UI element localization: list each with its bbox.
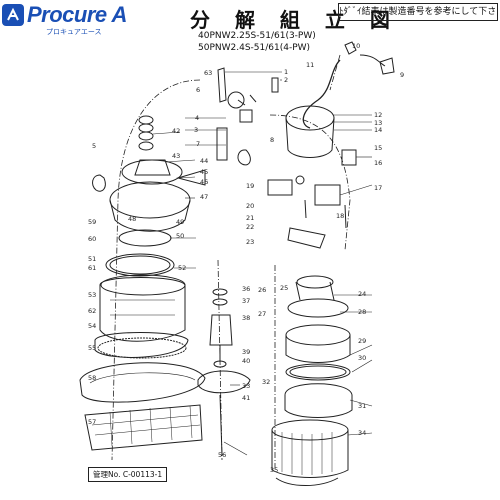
logo-badge-icon xyxy=(2,4,24,26)
part-label: 20 xyxy=(246,202,254,210)
model-line-1: 40PNW2.25S-51/61(3-PW) xyxy=(198,31,316,41)
part-label: 23 xyxy=(246,238,254,246)
part-label: 54 xyxy=(88,322,96,330)
part-label: 8 xyxy=(270,136,274,144)
part-label: 42 xyxy=(172,127,180,135)
part-label: 57 xyxy=(88,418,96,426)
part-label: 18 xyxy=(336,212,344,220)
part-label: 25 xyxy=(280,284,288,292)
part-label: 16 xyxy=(374,159,382,167)
part-label: 5 xyxy=(92,142,96,150)
part-label: 37 xyxy=(242,297,250,305)
part-label: 46 xyxy=(200,178,208,186)
model-line-2: 50PNW2.4S-51/61(4-PW) xyxy=(198,43,311,53)
part-label: 52 xyxy=(178,264,186,272)
part-label: 48 xyxy=(128,215,136,223)
part-label: 56 xyxy=(218,451,226,459)
part-label: 29 xyxy=(358,337,366,345)
part-label: 38 xyxy=(242,314,250,322)
part-label: 44 xyxy=(200,157,208,165)
management-number: 管理No. C-00113-1 xyxy=(88,467,168,482)
part-label: 9 xyxy=(400,71,404,79)
part-label: 41 xyxy=(242,394,250,402)
note-box: ﾄﾀﾞﾞｲ結表は製造番号を参考にして下さい xyxy=(338,3,498,21)
part-label: 13 xyxy=(374,119,382,127)
part-label: 22 xyxy=(246,223,254,231)
logo-brand-text: Procure A xyxy=(27,2,127,27)
part-label: 14 xyxy=(374,126,382,134)
part-label: 1 xyxy=(284,68,288,76)
part-label: 47 xyxy=(200,193,208,201)
part-label: 62 xyxy=(88,307,96,315)
part-label: 26 xyxy=(258,286,266,294)
part-label: 32 xyxy=(262,378,270,386)
part-label: 59 xyxy=(88,218,96,226)
part-label: 51 xyxy=(88,255,96,263)
part-label: 63 xyxy=(204,69,212,77)
part-label: 4 xyxy=(195,114,199,122)
part-label: 31 xyxy=(358,402,366,410)
part-label: 24 xyxy=(358,290,366,298)
part-label: 15 xyxy=(374,144,382,152)
part-label: 50 xyxy=(176,232,184,240)
part-label: 60 xyxy=(88,235,96,243)
part-label: 10 xyxy=(352,42,360,50)
part-label: 49 xyxy=(176,218,184,226)
part-label: 58 xyxy=(88,374,96,382)
part-label: 11 xyxy=(306,61,314,69)
part-label: 36 xyxy=(242,285,250,293)
part-label: 40 xyxy=(242,357,250,365)
part-label: 30 xyxy=(358,354,366,362)
part-label: 43 xyxy=(172,152,180,160)
part-label: 17 xyxy=(374,184,382,192)
procure-logo: Procure A xyxy=(2,2,127,28)
part-label: 55 xyxy=(88,344,96,352)
part-label: 53 xyxy=(88,291,96,299)
part-label: 6 xyxy=(196,86,200,94)
part-label: 12 xyxy=(374,111,382,119)
part-label: 3 xyxy=(194,126,198,134)
part-label: 21 xyxy=(246,214,254,222)
part-label: 28 xyxy=(358,308,366,316)
part-label: 34 xyxy=(358,429,366,437)
part-label: 2 xyxy=(284,76,288,84)
part-label: 19 xyxy=(246,182,254,190)
part-label: 27 xyxy=(258,310,266,318)
logo-subtext: プロキュアエース xyxy=(46,28,102,36)
part-label: 45 xyxy=(200,168,208,176)
part-label: 7 xyxy=(196,140,200,148)
part-label: 33 xyxy=(242,382,250,390)
part-label: 39 xyxy=(242,348,250,356)
part-label: 61 xyxy=(88,264,96,272)
part-label: 35 xyxy=(270,466,278,474)
